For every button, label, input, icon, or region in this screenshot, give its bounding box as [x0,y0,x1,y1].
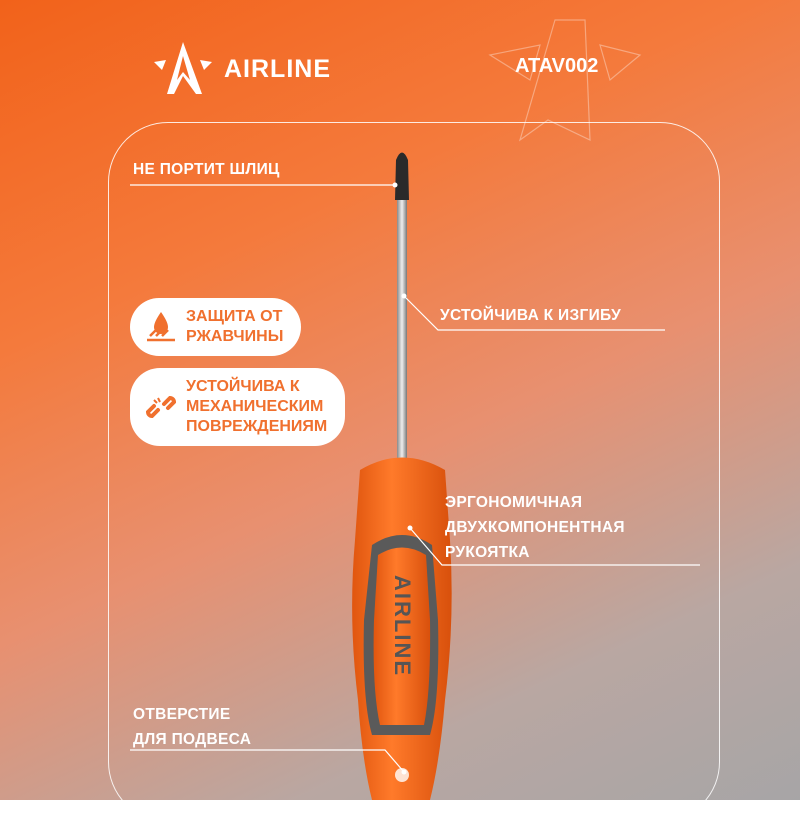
leader-lines [130,184,700,773]
badge-text: РЖАВЧИНЫ [186,328,284,345]
callout-handle: ЭРГОНОМИЧНАЯ ДВУХКОМПОНЕНТНАЯ РУКОЯТКА [445,490,625,565]
watermark-logo [0,0,800,800]
callout-hole-line: ОТВЕРСТИЕ [133,706,231,723]
product-sku: ATAV002 [515,55,599,77]
callout-handle-line: ДВУХКОМПОНЕНТНАЯ [445,519,625,536]
callout-hole: ОТВЕРСТИЕ ДЛЯ ПОДВЕСА [133,702,251,752]
screwdriver-image: AIRLINE [130,152,700,800]
callout-hole-line: ДЛЯ ПОДВЕСА [133,731,252,748]
callout-handle-line: ЭРГОНОМИЧНАЯ [445,494,583,511]
brand-name: AIRLINE [224,54,331,83]
rust-protection-icon [147,312,175,342]
airline-logo-icon [154,42,212,94]
badge-text: ПОВРЕЖДЕНИЯМ [186,418,328,435]
badge-text: УСТОЙЧИВА К [186,378,300,395]
badge-text: ЗАЩИТА ОТ [186,308,283,325]
handle-brand-text: AIRLINE [390,575,415,677]
callout-handle-line: РУКОЯТКА [445,544,530,561]
callout-tip: НЕ ПОРТИТ ШЛИЦ [133,161,280,178]
callout-bend: УСТОЙЧИВА К ИЗГИБУ [440,307,622,324]
badge-rust-protection: ЗАЩИТА ОТ РЖАВЧИНЫ [130,298,302,356]
brand-logo: AIRLINE [152,40,331,98]
broken-chain-icon [145,395,177,419]
badge-text: МЕХАНИЧЕСКИМ [186,398,324,415]
badge-mechanical-resistance: УСТОЙЧИВА К МЕХАНИЧЕСКИМ ПОВРЕЖДЕНИЯМ [130,368,346,446]
